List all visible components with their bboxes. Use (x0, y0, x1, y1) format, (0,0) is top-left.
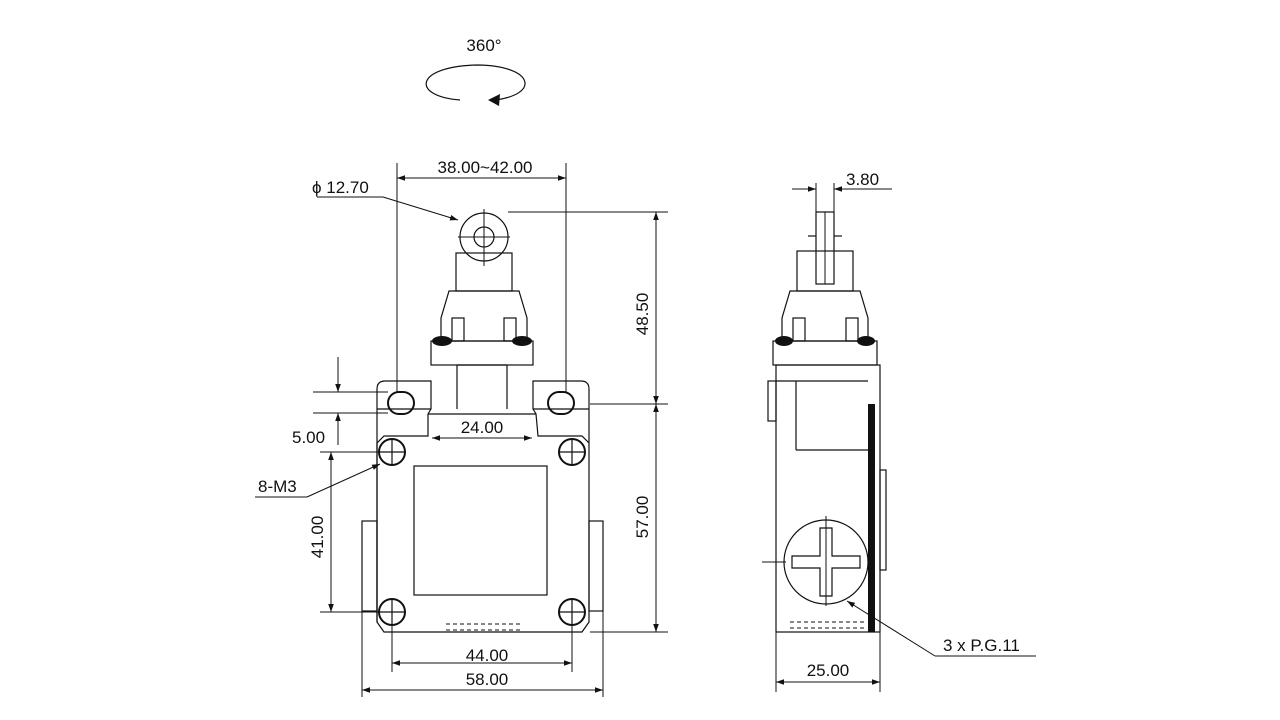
dimension-screw-vertical-pitch-label: 41.00 (308, 516, 327, 559)
dimension-side-depth (775, 632, 881, 692)
dimension-roller-diameter-label: ϕ 12.70 (312, 178, 369, 197)
actuator-plunger (430, 252, 534, 409)
dimension-arm-width (396, 163, 567, 392)
dimension-screw-horizontal-pitch-label: 44.00 (466, 646, 509, 665)
leader-conduit (846, 600, 1036, 657)
side-view (762, 211, 887, 633)
dimension-screws-label: 8-M3 (258, 477, 297, 496)
dimension-overall-width-label: 58.00 (466, 670, 509, 689)
switch-body (361, 380, 604, 633)
dimension-slot-height-label: 5.00 (292, 428, 325, 447)
dimension-roller-thickness (792, 183, 892, 212)
dimension-body-height-label: 57.00 (633, 496, 652, 539)
dimension-actuator-height-label: 48.50 (633, 293, 652, 336)
screw-bottom-left (378, 598, 406, 626)
dimension-arm-width-label: 38.00~42.00 (437, 158, 532, 177)
roller (458, 209, 510, 266)
dimension-screw-vertical-pitch (320, 451, 380, 613)
front-view (361, 209, 604, 633)
rotation-symbol (425, 64, 526, 106)
leader-roller-diameter (317, 196, 459, 221)
dimension-screw-horizontal-pitch (391, 624, 573, 672)
screw-top-left (378, 438, 406, 466)
screw-top-right (558, 438, 586, 466)
rotation-label: 360° (466, 36, 501, 55)
leader-screws (255, 463, 381, 498)
dimension-body-height (590, 404, 668, 633)
dimension-conduit-label: 3 x P.G.11 (943, 636, 1020, 655)
dimension-overall-width (361, 611, 604, 697)
dimension-side-depth-label: 25.00 (807, 661, 850, 680)
dimension-slot-height (313, 357, 388, 445)
screw-bottom-right (558, 598, 586, 626)
dimension-roller-thickness-label: 3.80 (846, 170, 879, 189)
dimension-neck-width-label: 24.00 (461, 418, 504, 437)
